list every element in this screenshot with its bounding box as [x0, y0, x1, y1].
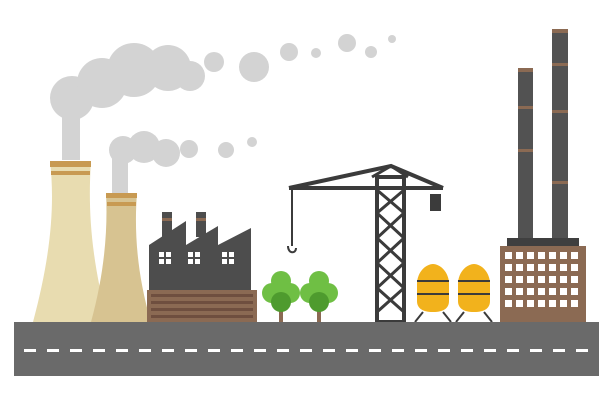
storage-tanks	[414, 264, 493, 323]
factory-chimney	[196, 212, 206, 237]
smoke-puff	[247, 137, 257, 147]
factory-chimney-band	[196, 218, 206, 221]
road	[14, 322, 599, 376]
storage-tank-left	[414, 264, 452, 323]
power-plant-windows	[505, 252, 578, 307]
smoke-puff	[338, 34, 356, 52]
factory-chimney	[162, 212, 172, 237]
cooling-tower-right	[91, 193, 151, 322]
cooling-towers	[33, 161, 151, 322]
smoke-puff	[365, 46, 377, 58]
smoke-puff	[180, 140, 198, 158]
smoke-puff	[128, 131, 160, 163]
smoke-puff	[152, 139, 180, 167]
factory-chimney-band	[162, 218, 172, 221]
smoke-puff	[107, 43, 161, 97]
smoke-puff	[388, 35, 396, 43]
factory-building	[147, 212, 257, 322]
tree-left	[262, 271, 300, 322]
smoke-puff	[239, 52, 269, 82]
cooling-tower-band	[50, 161, 91, 167]
tall-chimney-right	[552, 29, 568, 242]
cooling-tower-band	[106, 193, 137, 198]
road-center-line	[24, 349, 588, 352]
factory-base-stripes	[151, 294, 253, 318]
smoke-puff	[311, 48, 321, 58]
tall-chimney-left	[518, 68, 533, 242]
smoke-puff	[175, 61, 205, 91]
smoke-puff	[218, 142, 234, 158]
cooling-tower-band	[107, 202, 136, 206]
cooling-tower-left	[33, 161, 108, 322]
smoke-puff	[280, 43, 298, 61]
power-plant	[500, 29, 586, 322]
factory-windows	[159, 252, 234, 264]
cooling-tower-band	[51, 171, 90, 175]
smoke-puff	[204, 52, 224, 72]
power-plant-roof	[507, 238, 579, 247]
storage-tank-right	[455, 264, 493, 323]
trees	[262, 271, 338, 322]
tree-right	[300, 271, 338, 322]
smoke-clouds	[50, 34, 396, 193]
middle-smoke-column	[112, 156, 128, 193]
